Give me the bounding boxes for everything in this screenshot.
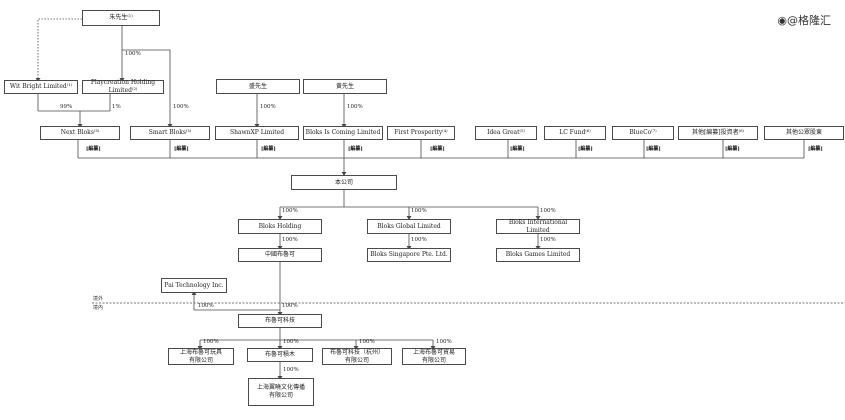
pct-tech-toys: 100%: [203, 339, 219, 345]
pct-huang-coming: 100%: [347, 104, 363, 110]
node-bloks-technology: 布魯可科技: [238, 314, 322, 328]
node-sh-culture: 上海翼曉文化傳播 有限公司: [248, 378, 314, 406]
redacted-tag: [編纂]: [510, 146, 525, 152]
node-bloks-singapore: Bloks Singapore Pte. Ltd.: [367, 248, 451, 262]
node-sh-bloks-toys: 上海布魯可玩具 有限公司: [168, 348, 234, 365]
pct-tech-trade: 100%: [436, 339, 452, 345]
zhu-to-smart-link: [122, 49, 171, 126]
redacted-tag: [編纂]: [578, 146, 593, 152]
arrow-pai: [191, 291, 197, 295]
node-first-prosperity: First Prosperity⁽⁴⁾: [387, 126, 455, 140]
arrow-holding: [277, 216, 283, 220]
node-mr-zhu: 朱先生⁽¹⁾: [82, 10, 160, 26]
pct-company-holding: 100%: [282, 208, 298, 214]
pct-jimu-culture: 100%: [283, 367, 299, 373]
redacted-tag: [編纂]: [174, 146, 189, 152]
node-bloks-is-coming: Bloks Is Coming Limited: [303, 126, 383, 140]
pct-china-tech: 100%: [282, 303, 298, 309]
pct-playcreation-next: 1%: [112, 104, 121, 110]
node-mr-sheng: 盛先生: [216, 79, 300, 94]
node-sh-bloks-trade: 上海布魯可貿易 有限公司: [402, 348, 466, 365]
label-domestic: 境內: [93, 305, 104, 311]
node-pai-technology: Pai Technology Inc.: [161, 278, 227, 293]
node-next-bloks: Next Bloks⁽³⁾: [40, 126, 120, 140]
node-bloks-games: Bloks Games Limited: [496, 248, 580, 262]
node-china-bloks: 中國布魯可: [238, 248, 322, 262]
node-other-pre-ipo: 其他[編纂]投資者⁽⁸⁾: [678, 126, 758, 140]
pct-zhu-smart: 100%: [173, 104, 189, 110]
arrow-company: [341, 172, 347, 176]
redacted-tag: [編纂]: [725, 146, 740, 152]
node-bloks-hangzhou: 布魯可科技（杭州） 有限公司: [322, 348, 392, 365]
label-overseas: 境外: [93, 296, 104, 302]
arrow-international: [535, 216, 541, 220]
node-wit-bright: Wit Bright Limited⁽¹⁾: [4, 80, 78, 94]
node-blueco: BlueCo⁽⁷⁾: [612, 126, 674, 140]
node-shawnxp: ShawnXP Limited: [215, 126, 299, 140]
pct-company-global: 100%: [411, 208, 427, 214]
brand-watermark: ◉@格隆汇: [777, 12, 831, 28]
node-bloks-holding: Bloks Holding: [238, 219, 322, 234]
pct-zhu-playcreation: 100%: [125, 51, 141, 57]
redacted-tag: [編纂]: [646, 146, 661, 152]
pct-tech-hangzhou: 100%: [359, 339, 375, 345]
node-bloks-international: Bloks International Limited: [496, 219, 580, 234]
pct-tech-pai: 100%: [198, 303, 214, 309]
brand-logo-text: @格隆汇: [787, 14, 831, 27]
pct-international-games: 100%: [540, 237, 556, 243]
arrow-global: [406, 216, 412, 220]
node-company: 本公司: [291, 175, 397, 190]
redacted-tag: [編纂]: [261, 146, 276, 152]
zhu-to-wit-link: [37, 18, 82, 80]
tech-to-pai: [193, 293, 280, 311]
pct-holding-china: 100%: [282, 237, 298, 243]
pct-sheng-shawnxp: 100%: [260, 104, 276, 110]
globe-icon: ◉: [777, 14, 787, 27]
pct-tech-jimu: 100%: [283, 339, 299, 345]
node-smart-bloks: Smart Bloks⁽³⁾: [130, 126, 210, 140]
pct-global-singapore: 100%: [411, 237, 427, 243]
redacted-tag: [編纂]: [86, 146, 101, 152]
pct-wit-next: 99%: [60, 104, 73, 110]
redacted-tag: [編纂]: [808, 146, 823, 152]
node-bloks-jimu: 布魯可積木: [247, 348, 313, 362]
redacted-tag: [編纂]: [348, 146, 363, 152]
node-other-public: 其他公眾股東: [764, 126, 844, 140]
pct-company-international: 100%: [540, 208, 556, 214]
node-bloks-global: Bloks Global Limited: [367, 219, 451, 234]
node-idea-great: Idea Great⁽⁵⁾: [475, 126, 537, 140]
node-playcreation: Playcreation Holding Limited⁽²⁾: [82, 79, 164, 94]
node-mr-huang: 黄先生: [303, 79, 387, 94]
node-lc-fund: LC Fund⁽⁶⁾: [544, 126, 606, 140]
redacted-tag: [編纂]: [430, 146, 445, 152]
